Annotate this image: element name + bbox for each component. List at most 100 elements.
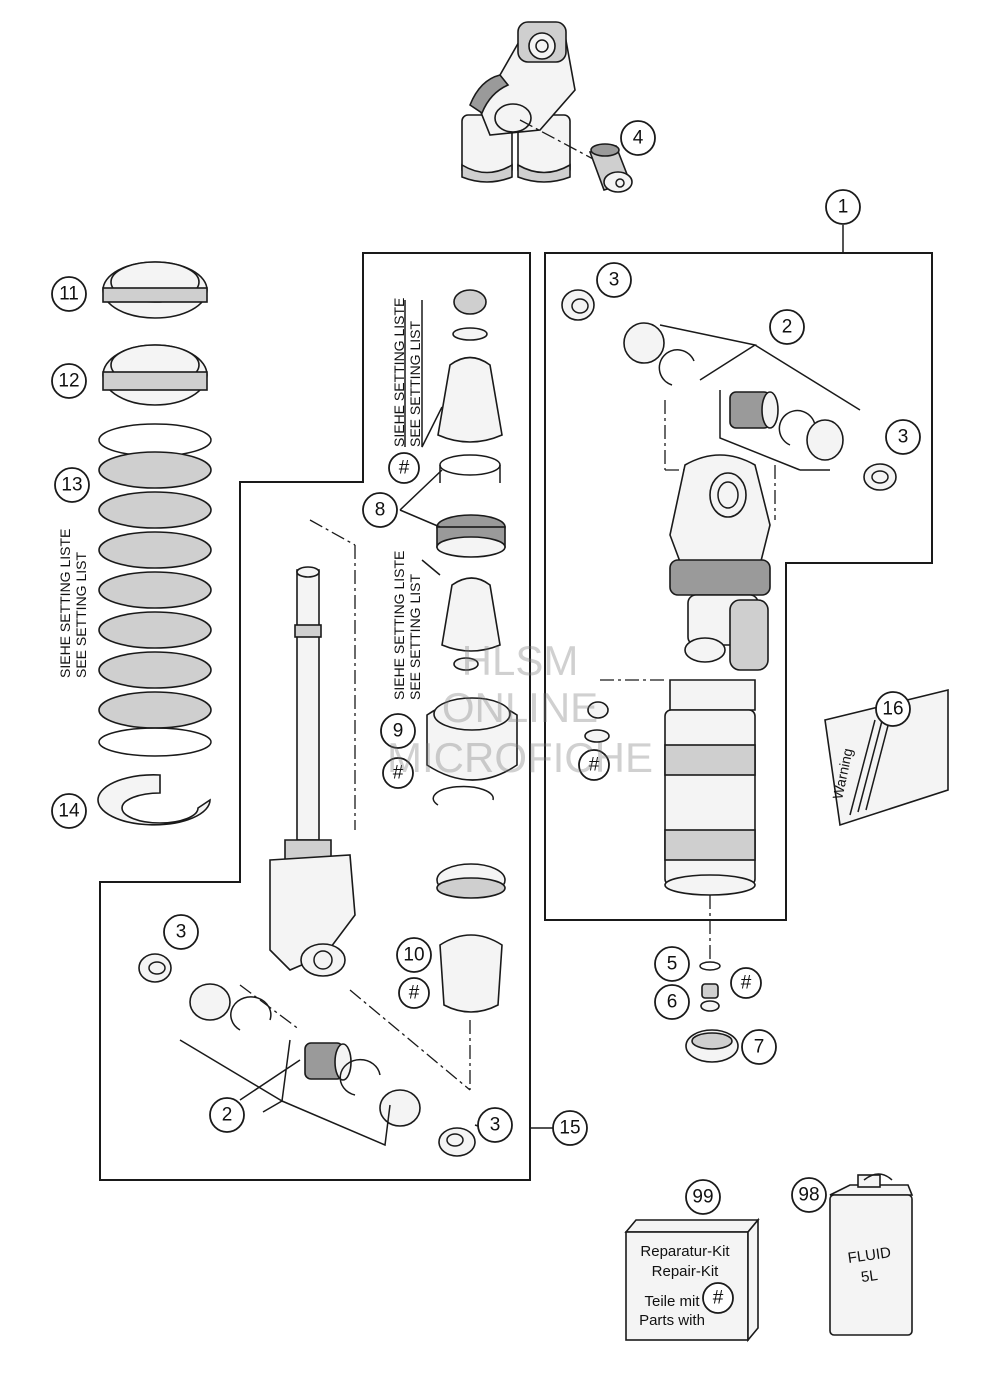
svg-text:Reparatur-Kit: Reparatur-Kit xyxy=(640,1243,730,1260)
callout-3-bottom: 3 xyxy=(477,1107,513,1143)
callout-12: 12 xyxy=(51,363,87,399)
svg-text:SIEHE SETTING LISTE: SIEHE SETTING LISTE xyxy=(57,529,73,678)
svg-text:16: 16 xyxy=(882,699,903,720)
svg-text:5: 5 xyxy=(667,954,678,975)
part-spring-seat-14 xyxy=(97,774,211,826)
svg-text:ONLINE: ONLINE xyxy=(442,684,598,731)
hash-badge-center-lower: # xyxy=(382,757,414,789)
svg-text:Parts with: Parts with xyxy=(639,1312,705,1329)
parts-bushing-set-right xyxy=(561,289,897,491)
callout-16: 16 xyxy=(875,691,911,727)
svg-text:98: 98 xyxy=(798,1185,819,1206)
leader-4-dash xyxy=(519,119,596,161)
part-oring-5 xyxy=(699,961,721,971)
hash-badge-5: # xyxy=(730,967,762,999)
callout-3-left: 3 xyxy=(163,914,199,950)
part-cap-7 xyxy=(685,1029,739,1063)
callout-1: 1 xyxy=(825,189,861,225)
setting-list-label-spring: SIEHE SETTING LISTE SEE SETTING LIST xyxy=(57,529,89,678)
callout-10: 10 xyxy=(396,937,432,973)
bracket-2-right xyxy=(659,324,861,471)
callout-4: 4 xyxy=(620,120,656,156)
callout-6: 6 xyxy=(654,984,690,1020)
svg-text:3: 3 xyxy=(898,427,909,448)
svg-text:3: 3 xyxy=(490,1115,501,1136)
svg-text:SIEHE SETTING LISTE: SIEHE SETTING LISTE xyxy=(391,551,407,700)
part-warning-label-16: Warning xyxy=(824,688,949,827)
svg-text:99: 99 xyxy=(692,1187,713,1208)
bracket-2-left xyxy=(179,1039,391,1147)
svg-text:Repair-Kit: Repair-Kit xyxy=(652,1263,720,1280)
rod-centerline xyxy=(309,519,356,546)
callout-3-top: 3 xyxy=(596,262,632,298)
callout-7: 7 xyxy=(741,1029,777,1065)
callout-13: 13 xyxy=(54,467,90,503)
parts-center-column xyxy=(426,289,518,1013)
part-shock-body xyxy=(664,454,771,896)
svg-text:3: 3 xyxy=(609,270,620,291)
part-nut-11 xyxy=(102,261,208,319)
svg-text:FLUID: FLUID xyxy=(847,1244,892,1267)
watermark: HLSM ONLINE MICROFICHE xyxy=(387,637,653,781)
part-nut-12 xyxy=(102,344,208,406)
svg-text:1: 1 xyxy=(838,197,849,218)
fluid-can-98: FLUID 5L xyxy=(829,1173,914,1336)
setting-list-label-lower: SIEHE SETTING LISTE SEE SETTING LIST xyxy=(391,551,423,700)
svg-text:8: 8 xyxy=(375,500,386,521)
svg-text:2: 2 xyxy=(782,317,793,338)
svg-text:SEE SETTING LIST: SEE SETTING LIST xyxy=(73,552,89,678)
callout-2-left: 2 xyxy=(209,1097,245,1133)
callout-2-right: 2 xyxy=(769,309,805,345)
setting-list-label-upper: SIEHE SETTING LISTE SEE SETTING LIST xyxy=(391,298,423,447)
svg-text:15: 15 xyxy=(559,1118,580,1139)
svg-text:SIEHE SETTING LISTE: SIEHE SETTING LISTE xyxy=(391,298,407,447)
part-fitting xyxy=(584,679,665,743)
part-valve-4 xyxy=(588,143,633,193)
svg-text:#: # xyxy=(741,973,752,994)
part-spring-13 xyxy=(98,423,212,757)
callout-5: 5 xyxy=(654,946,690,982)
outline-15-frame xyxy=(99,252,531,1181)
part-screw-6 xyxy=(700,983,720,1012)
part-piston-rod xyxy=(269,566,356,977)
svg-text:Teile mit: Teile mit xyxy=(644,1293,700,1310)
svg-text:3: 3 xyxy=(176,922,187,943)
svg-text:5L: 5L xyxy=(860,1267,879,1286)
outline-1-frame xyxy=(544,252,933,921)
repair-kit-box-99: Reparatur-Kit Repair-Kit Teile mit Parts… xyxy=(624,1217,760,1343)
hash-badge-kit: # xyxy=(702,1282,734,1314)
svg-text:14: 14 xyxy=(58,801,80,822)
svg-text:#: # xyxy=(713,1288,724,1309)
svg-text:6: 6 xyxy=(667,992,678,1013)
callout-3-right: 3 xyxy=(885,419,921,455)
svg-text:SEE SETTING LIST: SEE SETTING LIST xyxy=(407,574,423,700)
callout-8: 8 xyxy=(362,492,398,528)
callout-99: 99 xyxy=(685,1179,721,1215)
svg-text:#: # xyxy=(399,458,410,479)
callout-9: 9 xyxy=(380,713,416,749)
svg-text:HLSM: HLSM xyxy=(462,637,579,684)
hash-badge-10: # xyxy=(398,977,430,1009)
callout-14: 14 xyxy=(51,793,87,829)
svg-text:10: 10 xyxy=(403,945,424,966)
parts-bushing-set-left xyxy=(138,953,476,1157)
svg-text:4: 4 xyxy=(633,128,644,149)
svg-text:MICROFICHE: MICROFICHE xyxy=(387,734,653,781)
svg-text:7: 7 xyxy=(754,1037,765,1058)
callout-98: 98 xyxy=(791,1177,827,1213)
svg-text:#: # xyxy=(409,983,420,1004)
svg-text:#: # xyxy=(393,763,404,784)
svg-text:12: 12 xyxy=(58,371,79,392)
callout-11: 11 xyxy=(51,276,87,312)
svg-text:13: 13 xyxy=(61,475,82,496)
hash-badge-center-upper: # xyxy=(388,452,420,484)
svg-text:11: 11 xyxy=(59,284,79,305)
part-reservoir-head xyxy=(461,21,576,183)
svg-text:SEE SETTING LIST: SEE SETTING LIST xyxy=(407,321,423,447)
svg-text:9: 9 xyxy=(393,721,404,742)
svg-text:2: 2 xyxy=(222,1105,233,1126)
svg-text:#: # xyxy=(589,755,600,776)
callout-15: 15 xyxy=(552,1110,588,1146)
hash-badge-fitting: # xyxy=(578,749,610,781)
